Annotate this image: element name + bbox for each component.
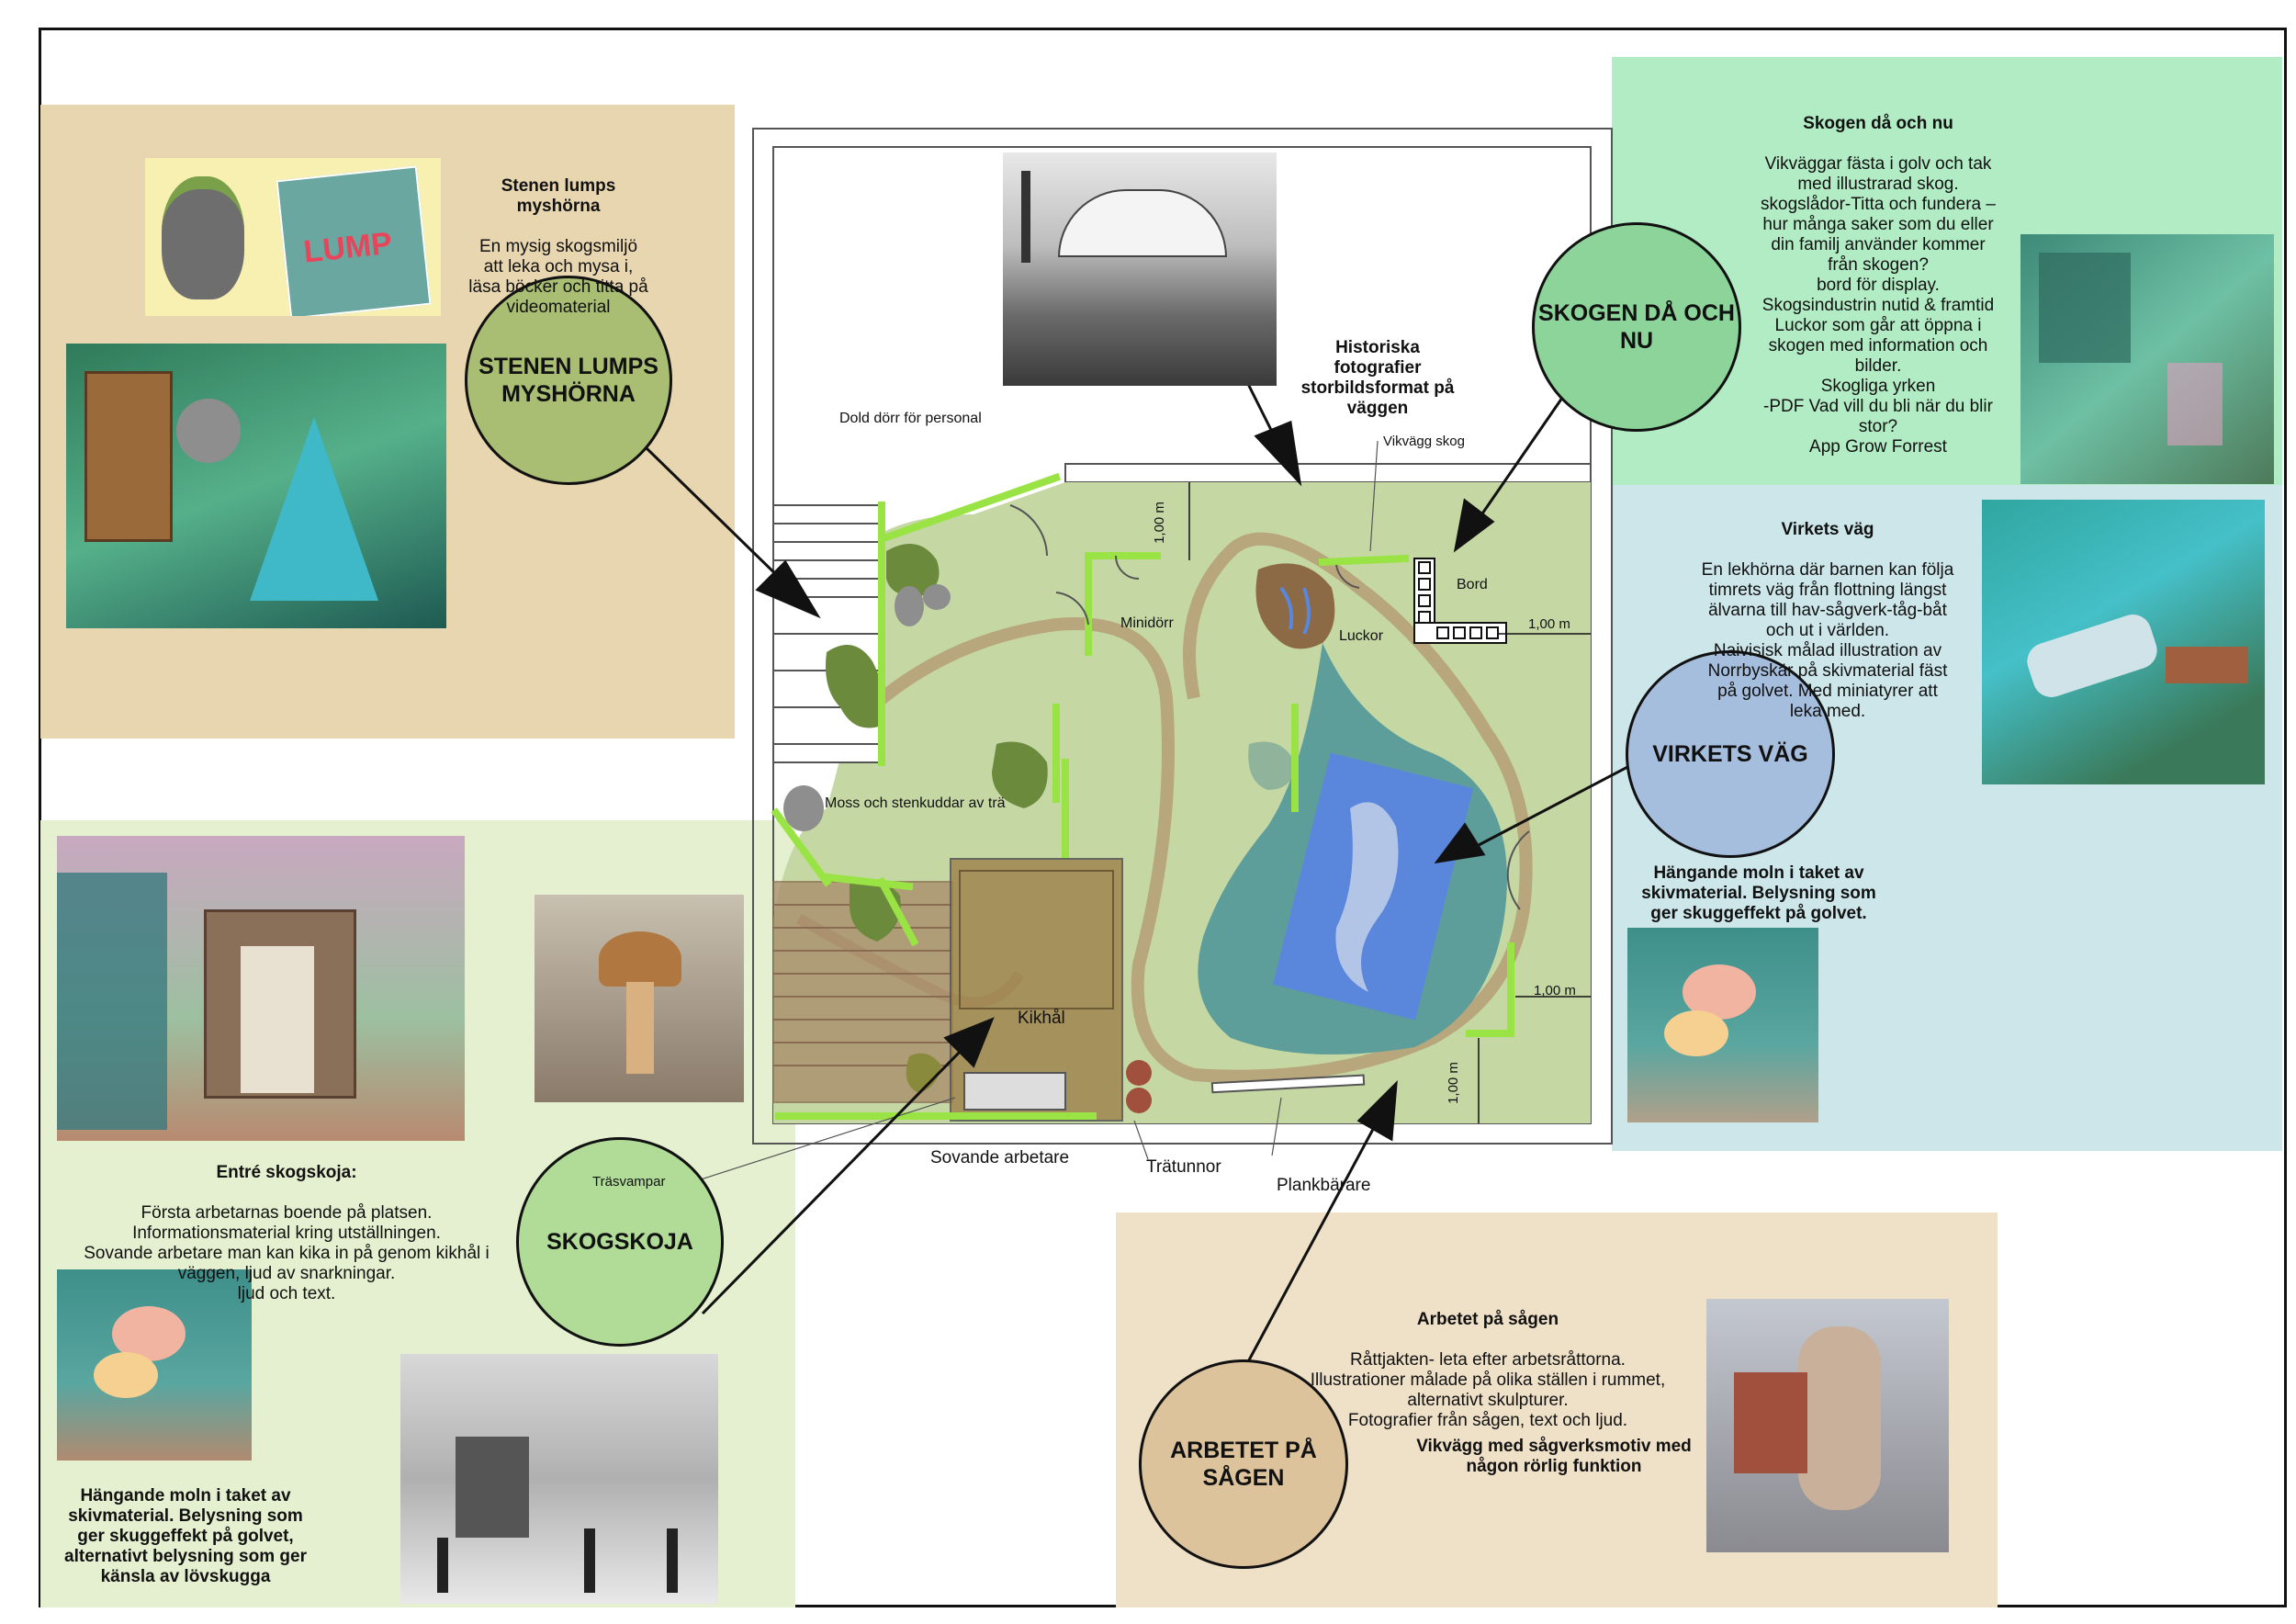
- travampar-label: Träsvampar: [592, 1174, 666, 1190]
- skogen-title: Skogen då och nu: [1803, 114, 1953, 133]
- label-sovande: Sovande arbetare: [930, 1148, 1070, 1167]
- label-kikhal: Kikhål: [1018, 1009, 1065, 1028]
- building-outer-wall: [752, 128, 1613, 1145]
- circle-myshorna: STENEN LUMPS MYSHÖRNA: [465, 276, 672, 485]
- pointer-arrows: [609, 330, 1672, 1370]
- arbetet-description: Råttjakten- leta efter arbetsråttorna. I…: [1310, 1350, 1666, 1430]
- skogskoja-description: Första arbetarnas boende på platsen. Inf…: [84, 1203, 490, 1303]
- travampar-mushroom-photo: [535, 895, 744, 1102]
- label-luckor: Luckor: [1339, 628, 1384, 644]
- arbetet-vikvagg-note: Vikvägg med sågverksmotiv med någon rörl…: [1416, 1437, 1692, 1476]
- label-vikvagg-skog: Vikvägg skog: [1383, 434, 1465, 449]
- barrel-1: [1126, 1060, 1152, 1086]
- skogskoja-entrance-photo: [57, 836, 465, 1141]
- green-partition-walls: [771, 472, 1514, 1120]
- lump-book-photo: LUMP: [145, 158, 441, 316]
- historic-photos-note: Historiska fotografier storbildsformat p…: [1300, 338, 1455, 418]
- label-dim-right-2: 1,00 m: [1534, 983, 1576, 998]
- door-swings: [1009, 504, 1530, 910]
- virkets-vag-photo: [1982, 500, 2265, 784]
- arbetet-text: Arbetet på sågen Råttjakten- leta efter …: [1258, 1290, 1717, 1431]
- label-moss: Moss och stenkuddar av trä: [825, 795, 1006, 811]
- lump-character-icon: [162, 176, 244, 299]
- myshorna-description: En mysig skogsmiljö att leka och mysa i,…: [468, 237, 648, 317]
- island-shape: [1335, 802, 1399, 992]
- skogen-text: Skogen då och nu Vikväggar fästa i golv …: [1727, 94, 2030, 457]
- label-dold-dorr: Dold dörr för personal: [839, 411, 982, 426]
- circle-skogskoja: SKOGSKOJA: [516, 1137, 724, 1347]
- historic-sawmill-photo: [1003, 152, 1277, 386]
- mushroom-icon: [599, 931, 681, 987]
- plank-carrier: [1210, 1074, 1366, 1094]
- label-dim-right-1: 1,00 m: [1528, 616, 1570, 632]
- virkets-text: Virkets väg En lekhörna där barnen kan f…: [1681, 500, 1975, 722]
- skogen-description: Vikväggar fästa i golv och tak med illus…: [1761, 154, 1996, 457]
- hut-inner: [959, 870, 1114, 1009]
- myshorna-title: Stenen lumps myshörna: [501, 176, 616, 216]
- skogskoja-title: Entré skogskoja:: [216, 1163, 357, 1182]
- skogskoja-text: Entré skogskoja: Första arbetarnas boend…: [48, 1143, 525, 1304]
- historic-workers-hut-photo: [400, 1354, 718, 1604]
- virkets-title: Virkets väg: [1781, 520, 1874, 539]
- label-plankbarare: Plankbärare: [1277, 1176, 1371, 1195]
- label-dim-top: 1,00 m: [1151, 502, 1167, 544]
- virkets-description: En lekhörna där barnen kan följa timrets…: [1701, 560, 1954, 721]
- virkets-clouds-note: Hängande moln i taket av skivmaterial. B…: [1641, 863, 1876, 923]
- circle-skogen: SKOGEN DÅ OCH NU: [1532, 222, 1741, 432]
- rat-worker-photo: [1706, 1299, 1949, 1552]
- label-tratunnor: Trätunnor: [1146, 1157, 1221, 1177]
- leader-lines: [697, 440, 1379, 1181]
- dimension-lines: [1188, 482, 1591, 1123]
- hanging-clouds-photo-right: [1627, 928, 1818, 1122]
- circle-virkets: VIRKETS VÄG: [1626, 650, 1835, 858]
- skogen-installation-photo: [2020, 234, 2274, 484]
- label-minidorr: Minidörr: [1120, 615, 1174, 631]
- circle-arbetet: ARBETET PÅ SÅGEN: [1139, 1359, 1348, 1569]
- label-dim-bottom: 1,00 m: [1445, 1062, 1461, 1104]
- myshorna-forest-photo: [66, 344, 446, 628]
- label-bord: Bord: [1457, 577, 1488, 592]
- lump-book-cover: LUMP: [276, 165, 432, 316]
- rat-worker-icon: [1798, 1326, 1881, 1510]
- stump-with-water: [1255, 563, 1335, 649]
- skogskoja-clouds-note: Hängande moln i taket av skivmaterial. B…: [64, 1486, 307, 1586]
- rocks: [783, 584, 951, 831]
- lump-book-title: LUMP: [301, 225, 394, 270]
- sleeping-worker-bed: [963, 1072, 1066, 1111]
- myshorna-text: Stenen lumps myshörna En mysig skogsmilj…: [439, 156, 678, 318]
- arbetet-title: Arbetet på sågen: [1416, 1310, 1559, 1329]
- hanging-clouds-photo-left: [57, 1269, 252, 1460]
- bord-display-table: [1413, 558, 1507, 644]
- barrel-2: [1126, 1088, 1152, 1113]
